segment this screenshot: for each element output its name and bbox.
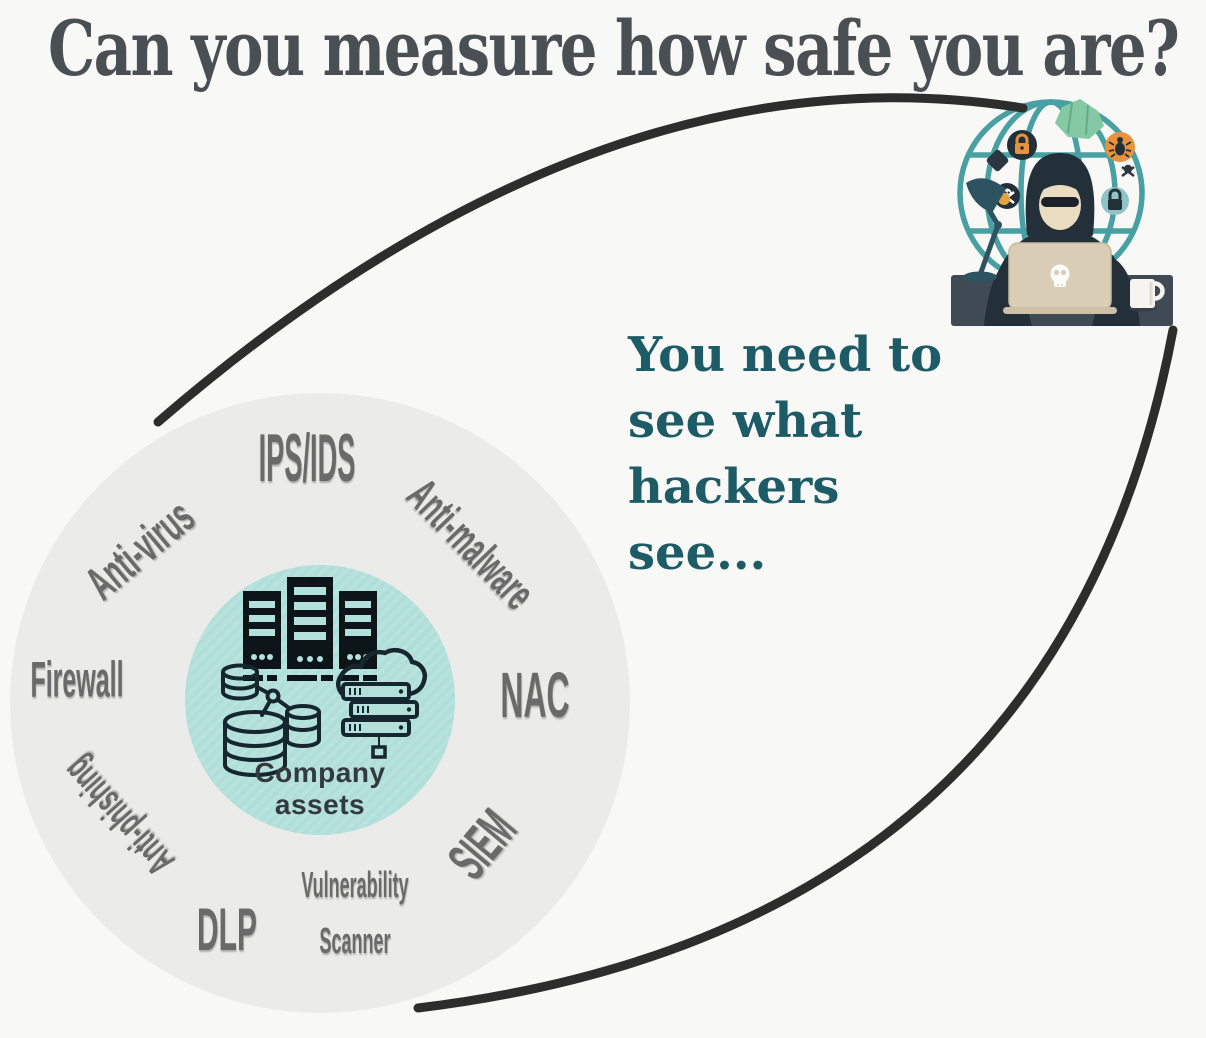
laptop-skull-icon: [1003, 242, 1117, 314]
page-title: Can you measure how safe you are?: [48, 4, 1180, 93]
database-icon: [221, 663, 321, 777]
tool-label-dlp: DLP: [197, 896, 257, 964]
server-rack-icon: [243, 577, 377, 681]
coffee-mug-icon: [1129, 279, 1165, 312]
company-assets-label: Company assets: [254, 757, 386, 820]
tool-label-firewall: Firewall: [30, 651, 124, 708]
company-assets-circle: Company assets: [185, 565, 455, 835]
map-icon: [1055, 99, 1104, 139]
tagline: You need to see what hackers see...: [628, 327, 943, 581]
bug-icon: [1105, 132, 1135, 162]
padlock-icon: [1101, 187, 1129, 215]
cloud-servers-icon: [336, 648, 427, 759]
tool-label-ips-ids: IPS/IDS: [258, 419, 356, 496]
tool-label-vulnerability-scanner: Vulnerability Scanner: [301, 864, 409, 961]
skull-crossbones-icon: [1121, 164, 1135, 177]
company-assets-icons: [221, 577, 427, 777]
hacker-illustration: [951, 99, 1173, 326]
tool-label-nac: NAC: [500, 659, 570, 732]
shield-lock-icon: [1007, 130, 1037, 160]
